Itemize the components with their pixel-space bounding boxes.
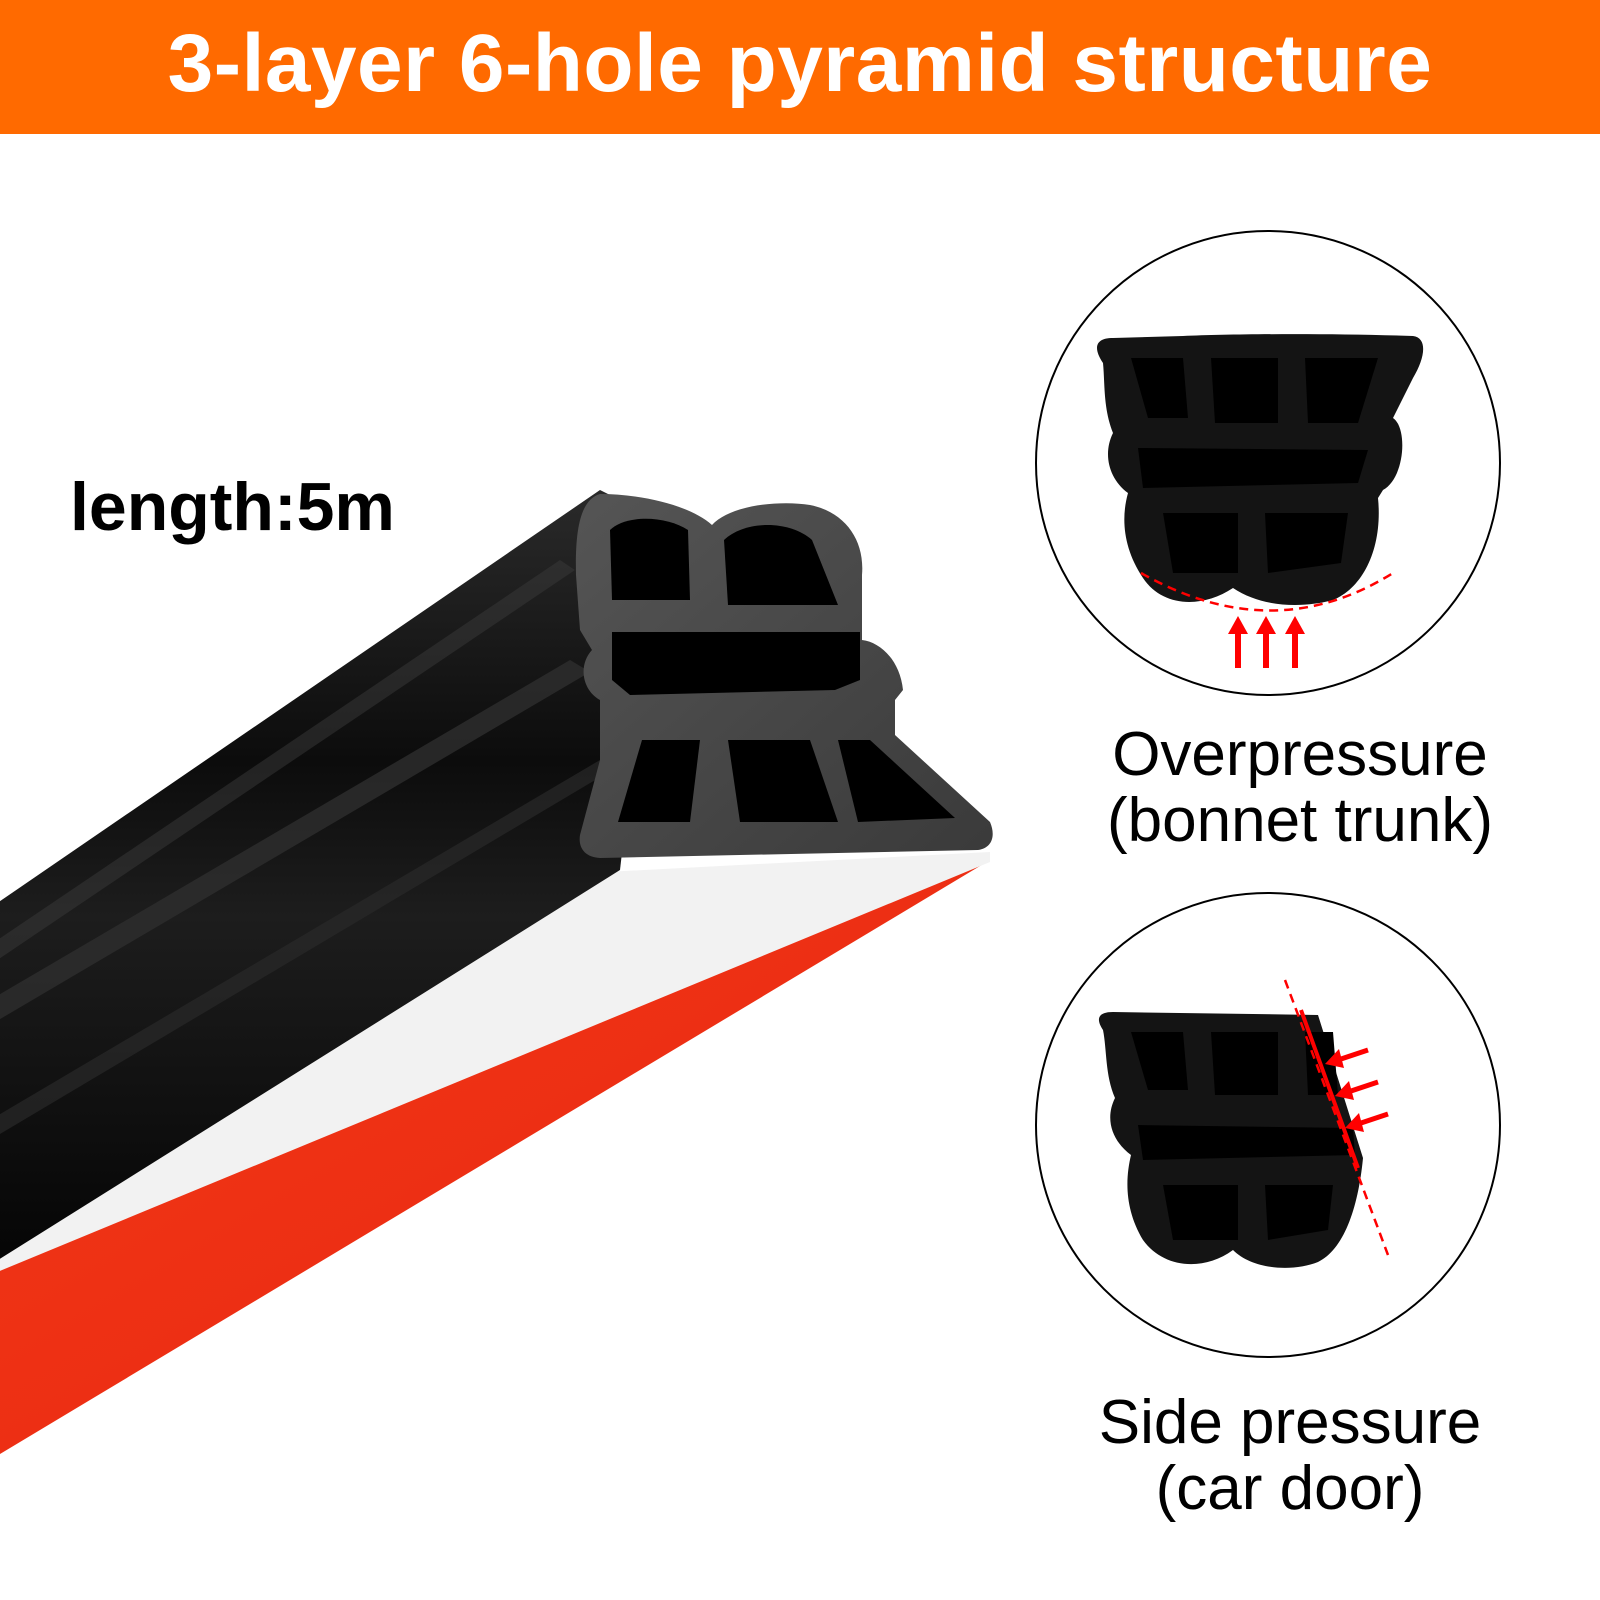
tape-liner [0, 852, 990, 1271]
overpressure-caption-line1: Overpressure [1112, 720, 1488, 789]
profile-cavities [610, 518, 955, 822]
seal-cavities [1131, 1032, 1355, 1240]
cavity-bottom-left [618, 740, 700, 822]
overpressure-diagram [1033, 228, 1503, 698]
cavity-bottom-center [728, 740, 838, 822]
seal-cavities [1131, 358, 1378, 573]
strip-highlight-3 [0, 560, 575, 959]
cavity-top-left [610, 518, 690, 600]
side-pressure-caption-line2: (car door) [1155, 1454, 1425, 1523]
pressure-contact-line [1299, 1009, 1360, 1169]
cavity-middle [612, 632, 860, 695]
upward-arrows [1228, 616, 1305, 668]
title-banner: 3-layer 6-hole pyramid structure [0, 0, 1600, 140]
side-pressure-caption: Side pressure (car door) [1010, 1390, 1570, 1522]
pressure-line [1283, 979, 1390, 1256]
strip-highlight-1 [0, 660, 590, 1020]
pressure-curve [1140, 571, 1394, 612]
overpressure-caption-line2: (bonnet trunk) [1107, 786, 1493, 855]
cavity-bottom-right [838, 740, 955, 822]
overpressure-caption: Overpressure (bonnet trunk) [1020, 722, 1580, 854]
side-pressure-caption-line1: Side pressure [1098, 1388, 1482, 1457]
banner-background [0, 0, 1600, 140]
banner-title: 3-layer 6-hole pyramid structure [167, 18, 1433, 109]
cavity-top-right [724, 525, 838, 605]
side-pressure-diagram-graphic [1035, 892, 1501, 1358]
strip-body [0, 490, 660, 1259]
strip-highlight-2 [0, 760, 612, 1135]
adhesive-tape [0, 860, 990, 1454]
overpressure-diagram-graphic [1035, 230, 1501, 696]
side-pressure-diagram [1033, 890, 1503, 1360]
length-label: length:5m [70, 469, 395, 545]
side-arrows [1325, 1047, 1389, 1132]
